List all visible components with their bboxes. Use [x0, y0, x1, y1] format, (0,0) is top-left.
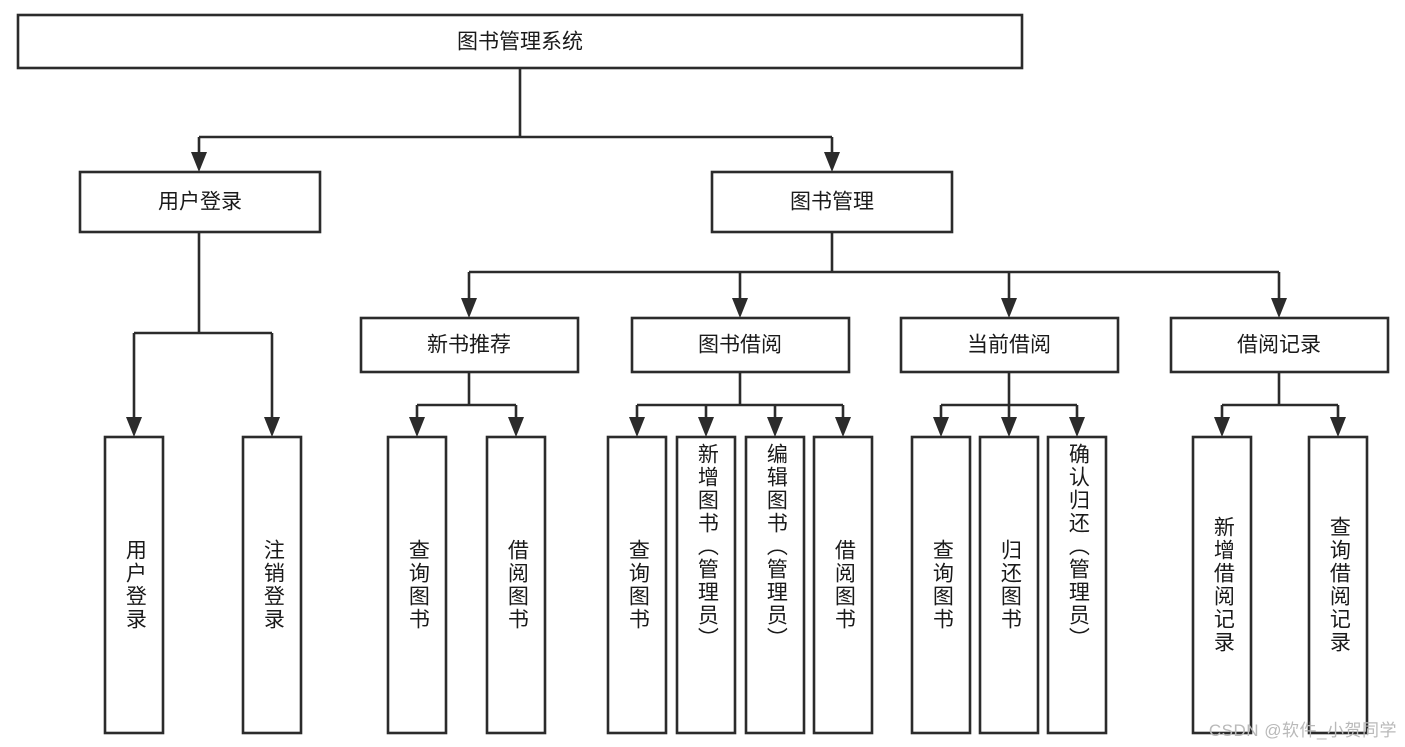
node-user-login-label: 用户登录	[158, 191, 242, 214]
node-root[interactable]	[16, 13, 1024, 70]
arrow-head-leaf-user-login	[126, 417, 142, 437]
connector-group-book-mgmt	[461, 232, 1287, 318]
arrow-head-book-borrow	[732, 298, 748, 318]
node-new-book-recommend-label: 新书推荐	[427, 334, 511, 357]
node-leaf-nbr-borrow-book[interactable]	[485, 435, 547, 735]
connector-group-root	[191, 68, 840, 172]
arrow-head-nbr-leaf-1	[409, 417, 425, 437]
node-leaf-bb-borrow-book[interactable]	[812, 435, 874, 735]
arrow-head-bb-leaf-3	[767, 417, 783, 437]
node-new-book-recommend[interactable]	[359, 316, 580, 374]
node-book-management-label: 图书管理	[790, 191, 874, 214]
arrow-head-cb-leaf-3	[1069, 417, 1085, 437]
node-book-borrow-label: 图书借阅	[698, 334, 782, 357]
connector-group-new-book-recommend	[409, 372, 524, 437]
node-leaf-logout[interactable]	[241, 435, 303, 735]
arrow-head-leaf-logout	[264, 417, 280, 437]
node-borrow-records-label: 借阅记录	[1237, 334, 1321, 357]
arrow-head-current-borrow	[1001, 298, 1017, 318]
arrow-head-bb-leaf-4	[835, 417, 851, 437]
arrow-head-bb-leaf-2	[698, 417, 714, 437]
node-leaf-cb-query-book[interactable]	[910, 435, 972, 735]
node-leaf-br-query-record[interactable]	[1307, 435, 1369, 735]
node-leaf-cb-confirm-return[interactable]	[1046, 435, 1108, 735]
arrow-head-nbr-leaf-2	[508, 417, 524, 437]
arrow-head-book-mgmt	[824, 152, 840, 172]
watermark-label: CSDN @软件_小贺同学	[1208, 721, 1397, 740]
node-leaf-br-add-record[interactable]	[1191, 435, 1253, 735]
node-leaf-user-login[interactable]	[103, 435, 165, 735]
node-borrow-records[interactable]	[1169, 316, 1390, 374]
arrow-head-cb-leaf-1	[933, 417, 949, 437]
arrow-head-user-login	[191, 152, 207, 172]
arrow-head-borrow-records	[1271, 298, 1287, 318]
node-root-label: 图书管理系统	[457, 31, 583, 54]
node-leaf-bb-edit-book[interactable]	[744, 435, 806, 735]
node-leaf-bb-add-book[interactable]	[675, 435, 737, 735]
node-current-borrow[interactable]	[899, 316, 1120, 374]
connector-group-borrow-records	[1214, 372, 1346, 437]
arrow-head-new-book-recommend	[461, 298, 477, 318]
node-leaf-nbr-query-book[interactable]	[386, 435, 448, 735]
connector-group-user-login	[126, 232, 280, 437]
arrow-head-cb-leaf-2	[1001, 417, 1017, 437]
connector-group-current-borrow	[933, 372, 1085, 437]
node-current-borrow-label: 当前借阅	[967, 334, 1051, 357]
node-user-login[interactable]	[78, 170, 322, 234]
node-leaf-bb-query-book[interactable]	[606, 435, 668, 735]
node-book-management[interactable]	[710, 170, 954, 234]
arrow-head-br-leaf-2	[1330, 417, 1346, 437]
arrow-head-bb-leaf-1	[629, 417, 645, 437]
connector-group-book-borrow	[629, 372, 851, 437]
node-leaf-cb-return-book[interactable]	[978, 435, 1040, 735]
arrow-head-br-leaf-1	[1214, 417, 1230, 437]
node-book-borrow[interactable]	[630, 316, 851, 374]
